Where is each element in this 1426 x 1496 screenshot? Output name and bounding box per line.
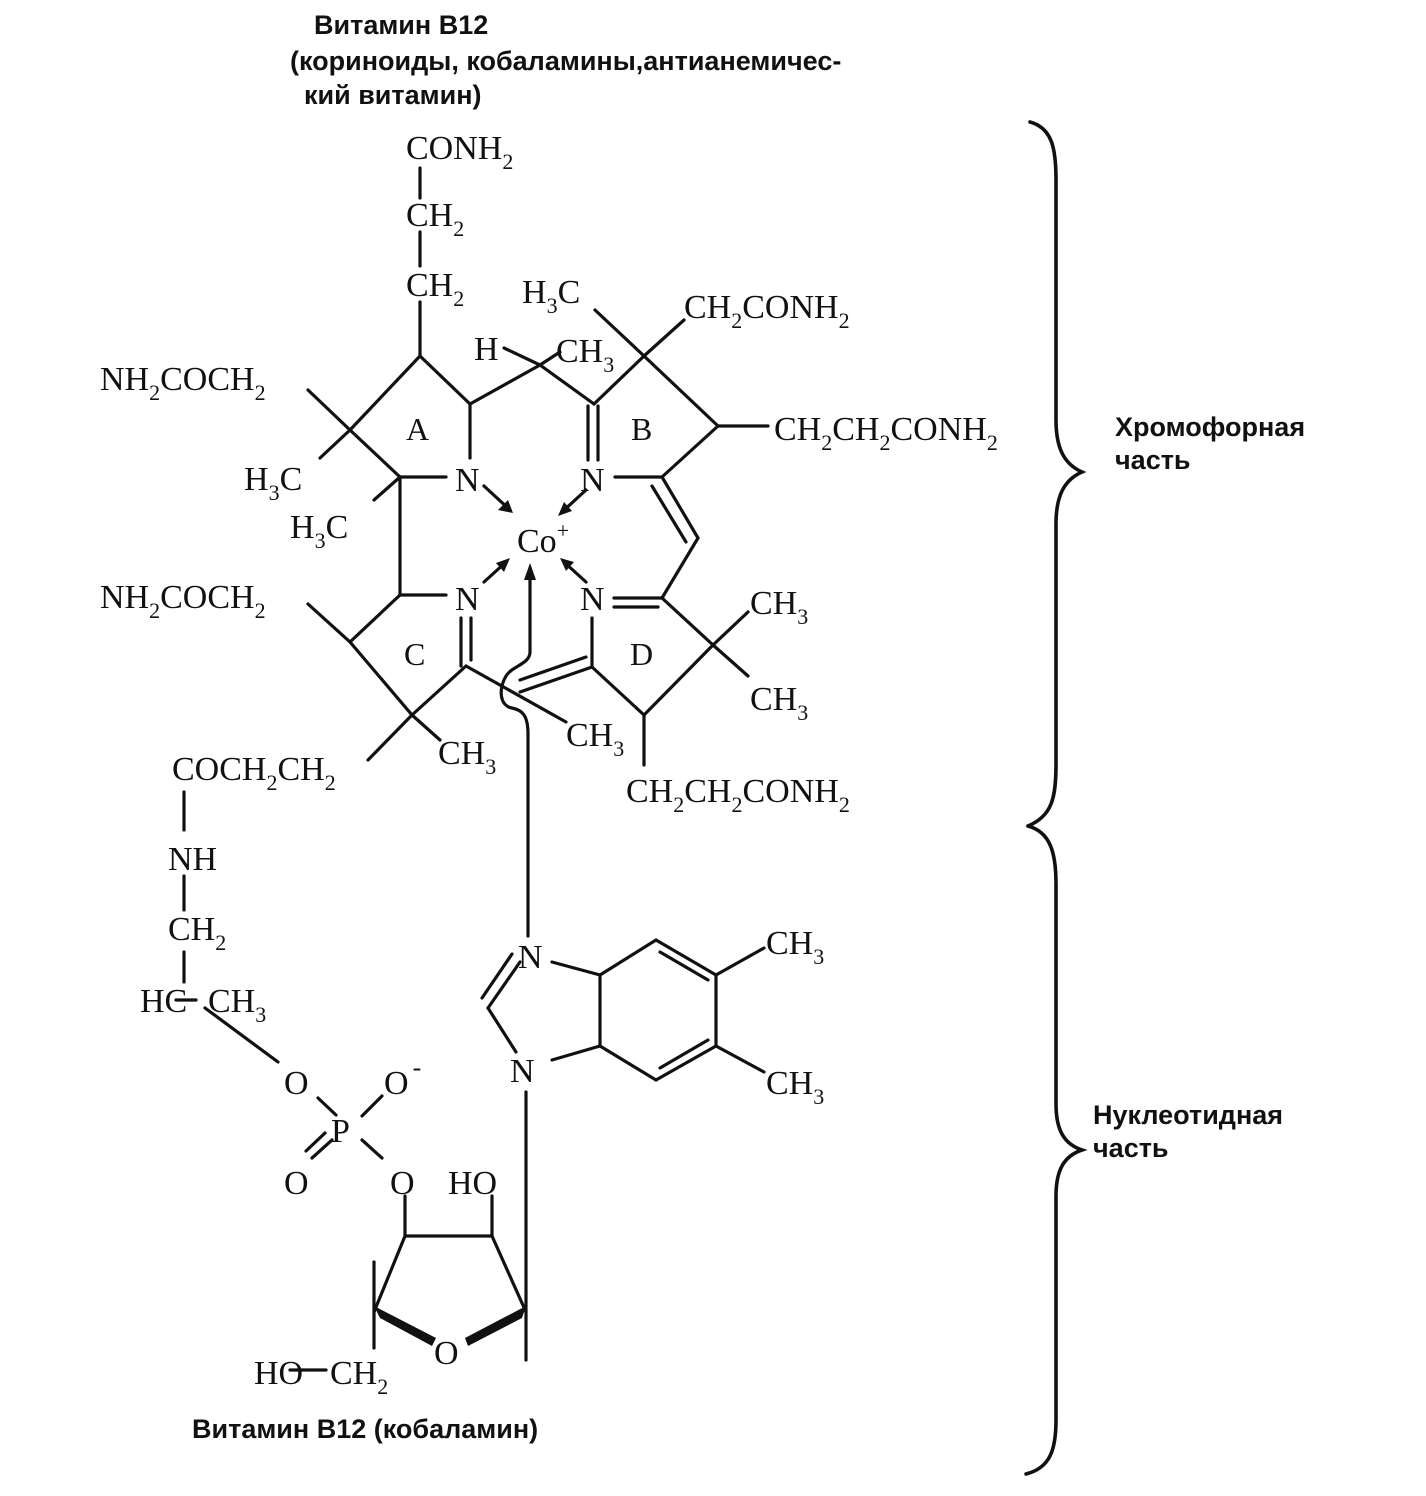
bond-lines: [174, 166, 770, 1372]
nitrogen-imidazole-1-label: N: [518, 939, 543, 976]
ch3-d-label-2: CH3: [750, 681, 808, 725]
title-line-2: (кориноиды, кобаламины,антианемичес-: [290, 46, 841, 76]
oxygen-ring-label: O: [434, 1335, 459, 1372]
nitrogen-c-label: N: [455, 581, 480, 618]
ch2-ribose-label: CH2: [330, 1355, 388, 1399]
h3c-a-label-1: H3C: [244, 461, 302, 505]
cobalt-label: Co+: [517, 518, 569, 560]
hc-label: HC: [140, 983, 187, 1020]
title-line-3: кий витамин): [304, 80, 482, 110]
ch3-d-label-1: CH3: [750, 585, 808, 629]
diagram-caption: Витамин B12 (кобаламин): [192, 1414, 538, 1444]
coch2ch2-label: COCH2CH2: [172, 751, 336, 795]
nucleotide-label-line-2: часть: [1093, 1133, 1169, 1163]
ho-label: HO: [254, 1355, 303, 1392]
ch3-benz-label-1: CH3: [766, 925, 824, 969]
h3c-top-label: H3C: [522, 274, 580, 318]
oxygen-minus-label: O-: [384, 1053, 421, 1102]
oxygen-phosphate-3-label: O: [390, 1165, 415, 1202]
ch3-cd-label: CH3: [566, 717, 624, 761]
ch3-c-label: CH3: [438, 735, 496, 779]
ring-label-b: B: [631, 411, 652, 447]
ch2ch2conh2-b-label: CH2CH2CONH2: [774, 411, 998, 455]
nh2coch2-label-2: NH2COCH2: [100, 579, 266, 623]
nitrogen-d-label: N: [580, 581, 605, 618]
title-line-1: Витамин B12: [314, 10, 488, 40]
chromophore-brace: [1026, 120, 1087, 828]
nitrogen-b-label: N: [580, 462, 605, 499]
h-atom-label: H: [474, 331, 499, 368]
nitrogen-a-label: N: [455, 462, 480, 499]
nh-label: NH: [168, 841, 217, 878]
nucleotide-label-line-1: Нуклеотидная: [1093, 1100, 1283, 1130]
ch3-a-label: CH3: [556, 333, 614, 377]
ring-label-d: D: [630, 636, 653, 672]
phosphorus-label: P: [331, 1113, 350, 1150]
ring-label-a: A: [406, 411, 429, 447]
conh2-top-label: CONH2: [406, 130, 513, 174]
ch3-chain-label: CH3: [208, 983, 266, 1027]
nucleotide-brace: [1024, 824, 1088, 1476]
oxygen-phosphate-2-label: O: [284, 1165, 309, 1202]
diagram-title: Витамин B12 (кориноиды, кобаламины,антиа…: [290, 10, 841, 110]
ring-label-c: C: [404, 636, 425, 672]
chromophore-label-line-1: Хромофорная: [1115, 412, 1305, 442]
ch3-benz-label-2: CH3: [766, 1065, 824, 1109]
ch2ch2conh2-d-label: CH2CH2CONH2: [626, 773, 850, 817]
h3c-a-label-2: H3C: [290, 509, 348, 553]
ch2-top-label-1: CH2: [406, 197, 464, 241]
ch2-chain-label: CH2: [168, 911, 226, 955]
ch2conh2-b-label: CH2CONH2: [684, 289, 850, 333]
nitrogen-imidazole-3-label: N: [510, 1053, 535, 1090]
atom-labels: CONH2 CH2 CH2 H3C CH2CONH2 H CH3 NH2COCH…: [100, 130, 998, 1399]
chromophore-label-line-2: часть: [1115, 445, 1191, 475]
ch2-top-label-2: CH2: [406, 267, 464, 311]
oxygen-phosphate-1-label: O: [284, 1065, 309, 1102]
ho-ribose-label: HO: [448, 1165, 497, 1202]
nh2coch2-label-1: NH2COCH2: [100, 361, 266, 405]
